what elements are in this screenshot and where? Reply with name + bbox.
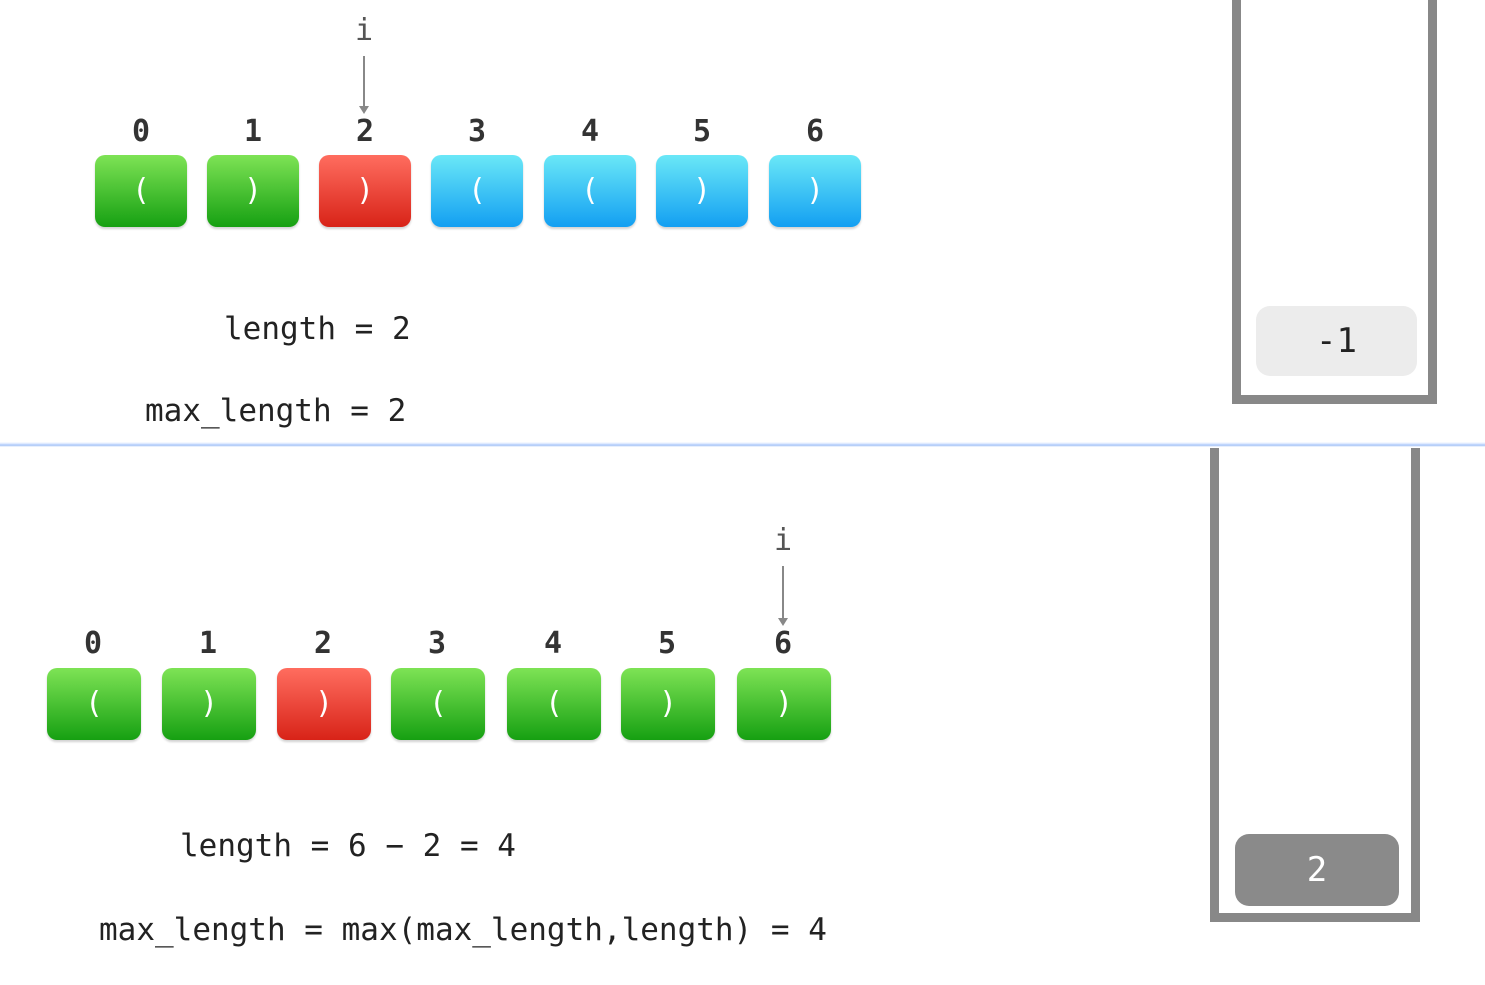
pointer-arrow-shaft: [363, 56, 365, 108]
pointer-i: i: [349, 13, 379, 114]
index-label: 0: [131, 114, 151, 149]
char-cell: (: [431, 155, 523, 227]
index-label: 5: [657, 626, 677, 661]
bottom-panel: i 0 1 2 3 4 5 6 ( ) ) ( ( ) ) length = 6…: [0, 448, 1485, 985]
stack-container: -1: [1232, 0, 1437, 404]
arrow-down-icon: [778, 618, 788, 626]
char-cell: ): [737, 668, 831, 740]
max-length-formula: max_length = 2: [145, 393, 407, 429]
arrow-down-icon: [359, 106, 369, 114]
index-label: 3: [467, 114, 487, 149]
index-label: 5: [692, 114, 712, 149]
stack-item: -1: [1256, 306, 1417, 376]
char-cell: ): [207, 155, 299, 227]
index-label: 1: [243, 114, 263, 149]
char-cell: ): [769, 155, 861, 227]
pointer-label: i: [773, 523, 793, 558]
pointer-label: i: [354, 13, 374, 48]
index-label: 6: [805, 114, 825, 149]
index-label: 6: [773, 626, 793, 661]
index-label: 4: [580, 114, 600, 149]
char-cell: (: [507, 668, 601, 740]
char-cell: ): [277, 668, 371, 740]
char-cell: (: [391, 668, 485, 740]
length-formula: length = 6 − 2 = 4: [180, 828, 516, 864]
length-formula: length = 2: [224, 311, 411, 347]
index-label: 2: [313, 626, 333, 661]
char-cell: (: [544, 155, 636, 227]
max-length-formula: max_length = max(max_length,length) = 4: [99, 912, 827, 948]
char-cell: (: [47, 668, 141, 740]
top-panel: i 0 1 2 3 4 5 6 ( ) ) ( ( ) ) length = 2…: [0, 0, 1485, 443]
pointer-arrow-shaft: [782, 566, 784, 620]
index-label: 2: [355, 114, 375, 149]
index-label: 0: [83, 626, 103, 661]
index-label: 4: [543, 626, 563, 661]
char-cell: (: [95, 155, 187, 227]
char-cell: ): [319, 155, 411, 227]
stack-item: 2: [1235, 834, 1399, 906]
stack-container: 2: [1210, 448, 1420, 922]
pointer-i: i: [768, 523, 798, 626]
index-label: 1: [198, 626, 218, 661]
char-cell: ): [621, 668, 715, 740]
panel-divider: [0, 442, 1485, 447]
index-label: 3: [427, 626, 447, 661]
char-cell: ): [656, 155, 748, 227]
char-cell: ): [162, 668, 256, 740]
